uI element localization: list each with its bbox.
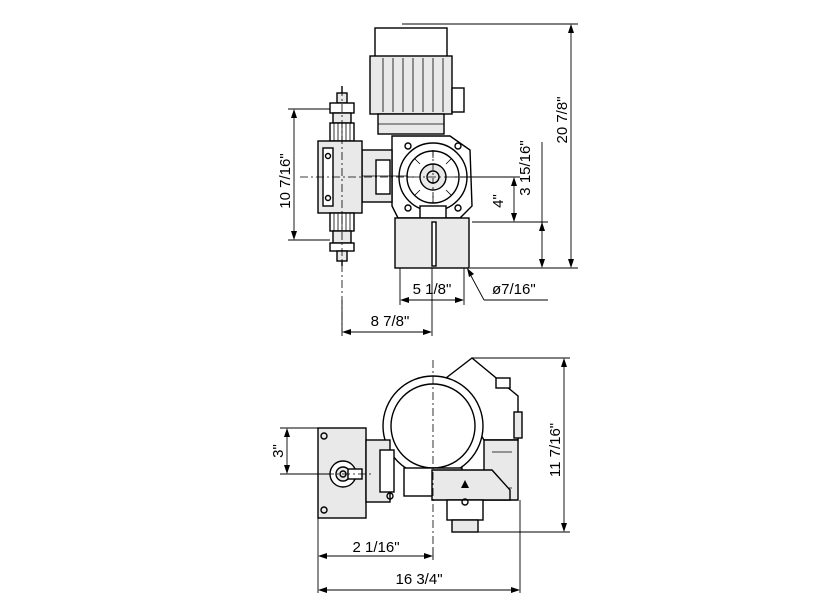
- base-top: [431, 469, 511, 533]
- base: [394, 217, 470, 269]
- front-view: 10 7/16" 20 7/8" 3 15/16" 4" 5 1/8" ø7/1…: [277, 23, 578, 336]
- coupling: [361, 149, 408, 203]
- dim-top-height-label: 3": [270, 444, 287, 458]
- dim-offset-label: 8 7/8": [371, 313, 410, 330]
- dim-hole-diameter-label: ø7/16": [492, 281, 536, 298]
- dim-top-offset-label: 2 1/16": [352, 539, 399, 556]
- dim-height-3-15-16-label: 3 15/16": [517, 140, 534, 195]
- dim-total-height-label: 20 7/8": [554, 96, 571, 143]
- dim-height-4-label: 4": [490, 194, 507, 208]
- pump-head-top: [317, 427, 395, 519]
- dim-top-depth-label: 11 7/16": [547, 423, 564, 477]
- dim-top-width-label: 16 3/4": [395, 571, 442, 588]
- pump-head: [317, 86, 363, 266]
- motor: [369, 27, 465, 135]
- top-view: 3" 11 7/16" 2 1/16" 16 3/4": [270, 357, 570, 593]
- dim-base-width-label: 5 1/8": [413, 281, 452, 298]
- dim-side-height-label: 10 7/16": [277, 153, 294, 208]
